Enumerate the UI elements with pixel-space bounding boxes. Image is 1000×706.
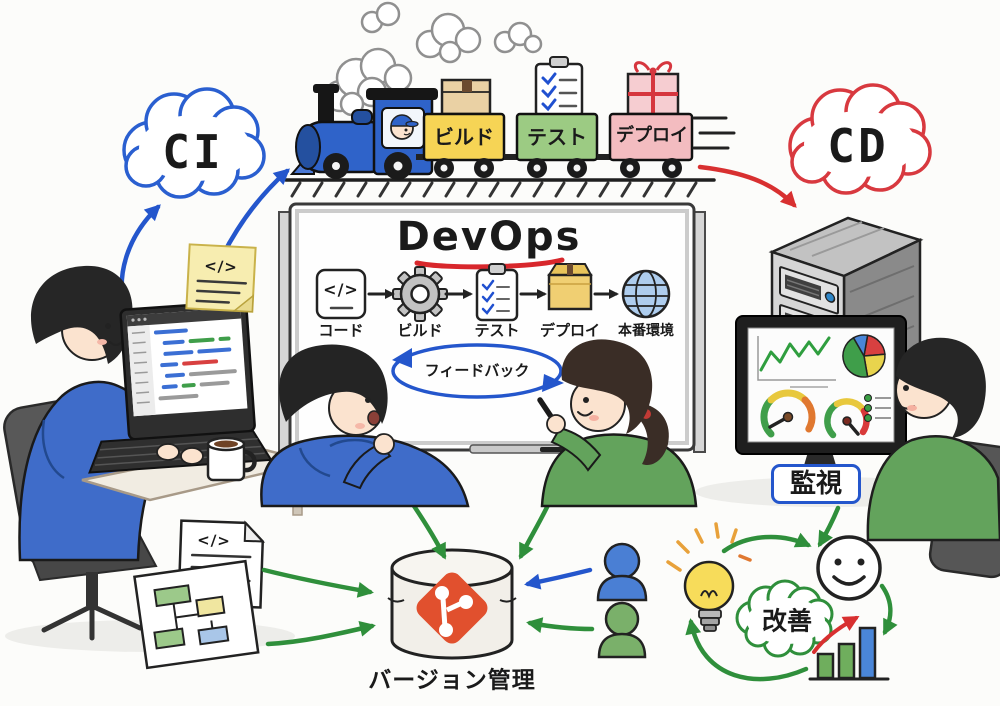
ci-label: CI (162, 125, 224, 179)
lightbulb-icon (666, 522, 752, 632)
step-label-deploy: デプロイ (539, 321, 601, 340)
arrow-bluedev-to-git (524, 567, 593, 590)
board-man (260, 344, 470, 508)
step-label-test: テスト (474, 321, 520, 340)
sticky-note-glyph: </> (203, 256, 239, 277)
dashboard-legend (864, 394, 891, 422)
ops-person (866, 337, 1000, 579)
globe-icon (621, 269, 671, 319)
git-database (387, 548, 517, 660)
cd-cloud (788, 83, 932, 195)
step-label-code: コード (318, 321, 364, 340)
monitoring-label: 監視 (770, 464, 862, 504)
developer-scene (3, 243, 313, 641)
coffee-mug (206, 436, 257, 482)
cd-label: CD (827, 119, 889, 173)
feedback-label: フィードバック (424, 361, 530, 380)
gauge-left (760, 389, 816, 438)
line-chart (757, 336, 836, 388)
hand-left (156, 443, 180, 461)
railway-track (284, 178, 716, 198)
improvement-label: 改善 (761, 606, 813, 636)
gear-icon (392, 266, 448, 322)
step-label-build: ビルド (397, 321, 443, 340)
board-woman (537, 339, 698, 508)
flowchart-document (133, 559, 260, 670)
smoke-puffs (323, 1, 543, 117)
code-lines (153, 328, 237, 401)
train-car-deploy (597, 61, 694, 178)
speed-lines (692, 116, 736, 150)
train-car-deploy-label: デプロイ (616, 125, 688, 146)
hand-right (180, 447, 204, 465)
user-icon-green (597, 601, 647, 659)
improvement-cycle (666, 522, 898, 682)
arrow-man-to-git (411, 503, 447, 560)
checklist-icon (475, 263, 519, 322)
growth-bar-chart (808, 616, 890, 681)
cycle-arrows (685, 532, 898, 682)
arrow-doc-to-git (261, 567, 374, 598)
git-icon (416, 572, 488, 644)
ci-cloud (122, 87, 266, 199)
code-document-glyph: </> (196, 530, 232, 551)
board-title: DevOps (396, 214, 582, 260)
train-driver (390, 114, 419, 140)
feedback-cycle (391, 343, 564, 399)
package-icon (547, 263, 593, 311)
sticky-note (185, 243, 257, 313)
version-control-label: バージョン管理 (368, 667, 536, 694)
train-car-test-label: テスト (527, 125, 587, 149)
code-icon (315, 268, 367, 320)
pie-chart (842, 334, 886, 378)
arrow-monitor-to-smiley (817, 505, 841, 548)
arrow-greendev-to-git (526, 617, 595, 634)
train-car-build (416, 78, 506, 178)
kaizen-cloud (735, 579, 834, 658)
arrow-woman-to-git (518, 500, 552, 560)
train-car-test (504, 56, 599, 178)
arrow-flowchart-to-git (265, 620, 376, 647)
code-icon-glyph: </> (323, 280, 359, 299)
growth-arrow (812, 616, 860, 654)
step-label-production: 本番環境 (618, 323, 674, 339)
dashboard-monitor (735, 315, 907, 480)
locomotive (289, 84, 438, 180)
train-car-build-label: ビルド (434, 125, 494, 149)
server-bay (779, 266, 839, 315)
user-icon-blue (596, 542, 648, 602)
arrow-cd-to-server (697, 164, 797, 208)
smiley-icon (816, 535, 882, 601)
flow-arrows (261, 500, 841, 647)
